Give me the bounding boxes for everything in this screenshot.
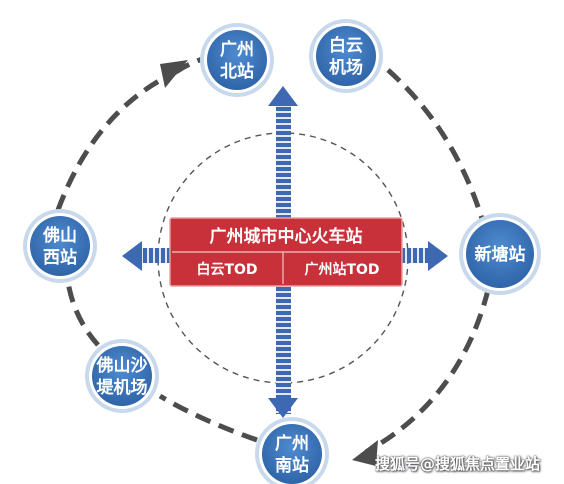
arrowhead-left: [122, 241, 142, 271]
center-title: 广州城市中心火车站: [210, 226, 363, 247]
node-label-line1: 广州: [220, 39, 254, 60]
node-label-line1: 白云: [329, 35, 363, 56]
node-baiyun-airport: 白云 机场: [309, 19, 383, 93]
arrowhead-down: [268, 398, 298, 418]
node-label-line2: 北站: [220, 61, 254, 82]
node-label-line2: 西站: [43, 247, 77, 268]
node-xintang: 新塘站: [459, 213, 541, 295]
node-guangzhou-north: 广州 北站: [200, 23, 274, 97]
watermark-faded: 公众号 · 八宝齐资讯: [392, 460, 509, 475]
watermark-main: 搜狐号@搜狐焦点置业站: [375, 455, 541, 473]
node-label-line1: 广州: [275, 433, 309, 454]
node-label-line1: 佛山: [42, 225, 77, 246]
arrowhead-right: [428, 241, 448, 271]
arrowhead-to-north: [160, 60, 188, 88]
node-label-line2: 机场: [329, 57, 363, 78]
outer-dashed-route: [55, 45, 491, 455]
node-foshan-shadi-airport: 佛山沙 堤机场: [85, 339, 159, 413]
arrowhead-to-south: [352, 440, 378, 466]
node-guangzhou-south: 广州 南站: [255, 417, 329, 484]
center-right-label: 广州站TOD: [304, 261, 379, 278]
arrowhead-up: [268, 86, 298, 106]
node-label-line1: 佛山沙: [96, 355, 148, 376]
node-label-line2: 南站: [275, 455, 309, 476]
node-label-line2: 堤机场: [97, 377, 148, 398]
center-left-label: 白云TOD: [196, 261, 257, 278]
center-box: 广州城市中心火车站 白云TOD 广州站TOD: [169, 217, 403, 287]
node-label: 新塘站: [475, 244, 526, 265]
node-foshan-west: 佛山 西站: [23, 209, 97, 283]
